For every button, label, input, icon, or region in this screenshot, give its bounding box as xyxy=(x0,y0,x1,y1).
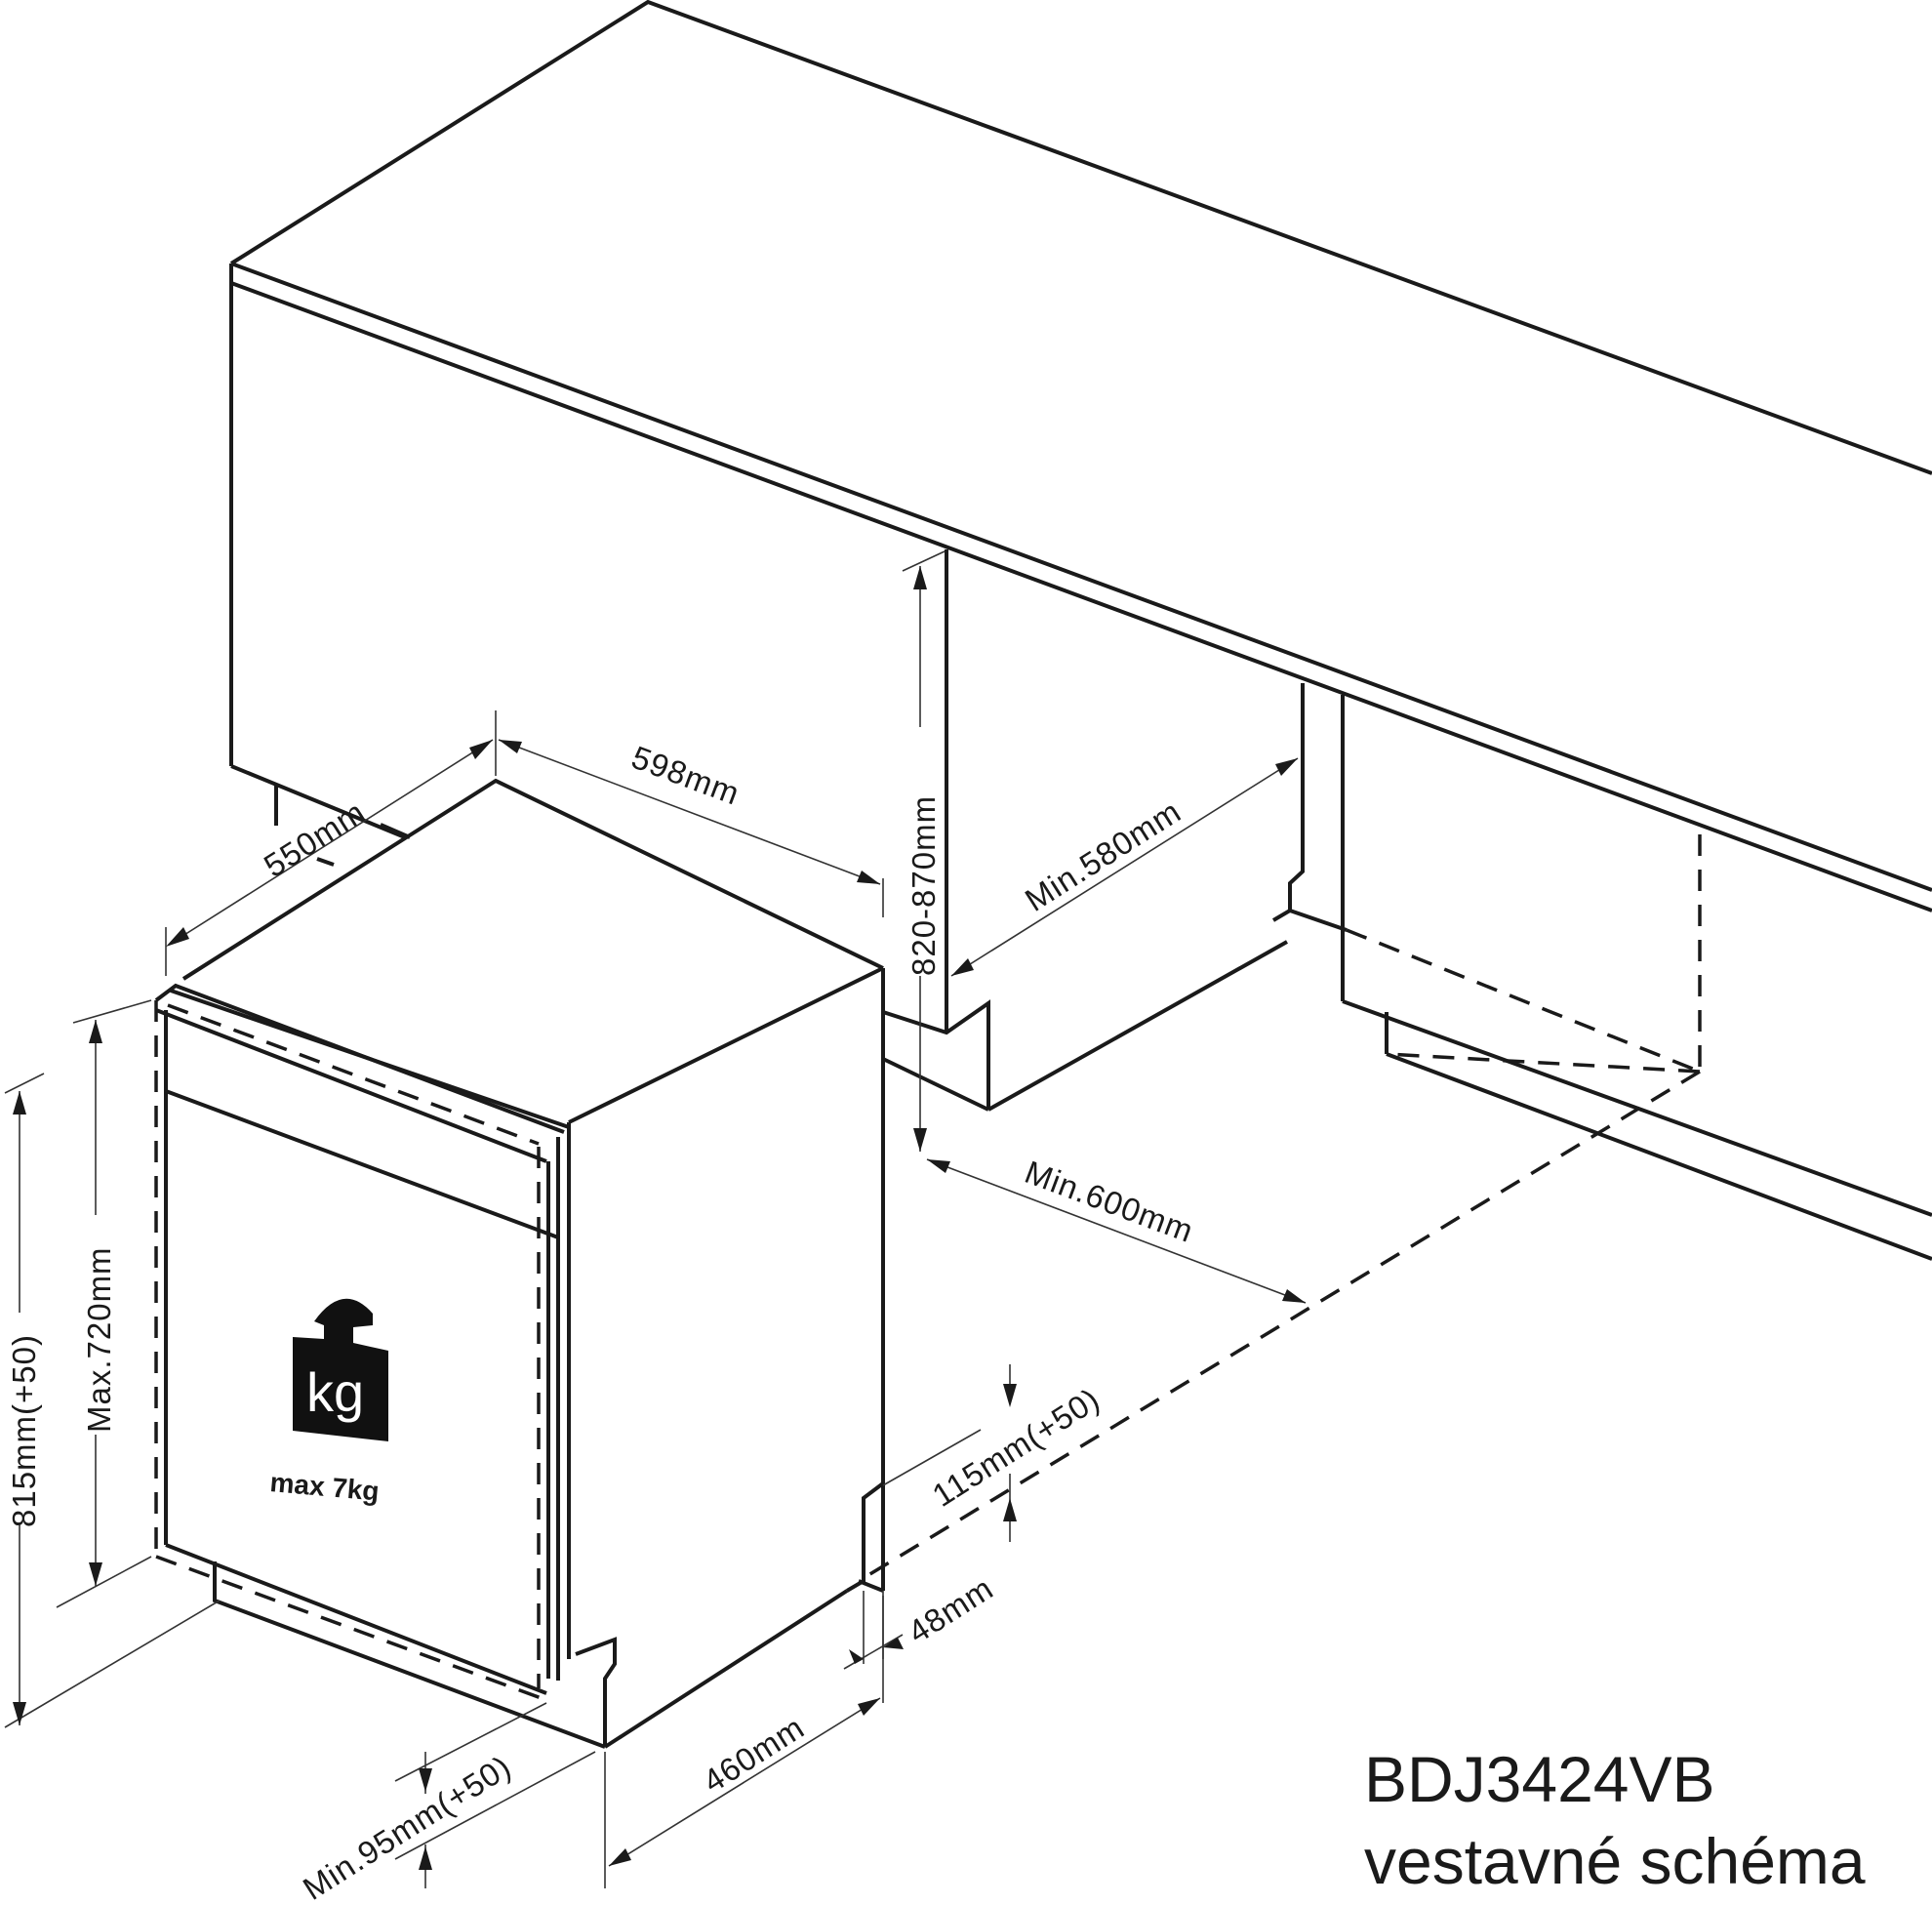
dim-max-720: Max.720mm xyxy=(56,999,152,1608)
dim-598: 598mm xyxy=(498,739,884,917)
right-cabinet xyxy=(858,834,1932,1583)
dim-plinth-height-label: Min.95mm(+50) xyxy=(297,1748,517,1905)
dim-min-580: Min.580mm xyxy=(950,757,1299,977)
kg-icon-label: kg xyxy=(306,1361,364,1423)
dim-115: 115mm(+50) xyxy=(882,1364,1107,1542)
max-load-label: max 7kg xyxy=(268,1467,380,1507)
dim-foot-depth-label: 460mm xyxy=(697,1709,811,1800)
dim-550: 550mm xyxy=(165,710,497,976)
dim-820-870: 820-870mm xyxy=(902,550,946,1152)
dim-niche-depth-label: Min.580mm xyxy=(1019,792,1187,918)
title-block: BDJ3424VB vestavné schéma xyxy=(1364,1747,1866,1893)
dishwasher-body xyxy=(181,778,885,1749)
dim-rear-offset-label: 48mm xyxy=(902,1569,1000,1650)
dishwasher-door xyxy=(154,983,570,1702)
dim-rear-foot-height-label: 115mm(+50) xyxy=(926,1381,1107,1514)
dim-width-label: 598mm xyxy=(627,739,745,812)
weight-kg-icon: kg xyxy=(293,1298,388,1441)
diagram-subtitle: vestavné schéma xyxy=(1364,1825,1866,1897)
dim-815: 815mm(+50) xyxy=(4,1073,221,1728)
dim-niche-height-label: 820-870mm xyxy=(906,795,942,976)
model-number: BDJ3424VB xyxy=(1364,1743,1715,1815)
dim-min-600: Min.600mm xyxy=(926,1154,1307,1304)
dim-min-95: Min.95mm(+50) xyxy=(297,1702,596,1905)
dim-door-height-label: Max.720mm xyxy=(81,1246,117,1433)
dim-niche-width-label: Min.600mm xyxy=(1021,1154,1199,1249)
left-cabinet xyxy=(230,764,411,867)
niche-back-right xyxy=(1271,683,1348,1001)
dim-appliance-height-label: 815mm(+50) xyxy=(6,1334,42,1527)
countertop xyxy=(229,0,1932,912)
dim-460: 460mm xyxy=(604,1596,884,1888)
niche-back-left xyxy=(882,549,1288,1112)
